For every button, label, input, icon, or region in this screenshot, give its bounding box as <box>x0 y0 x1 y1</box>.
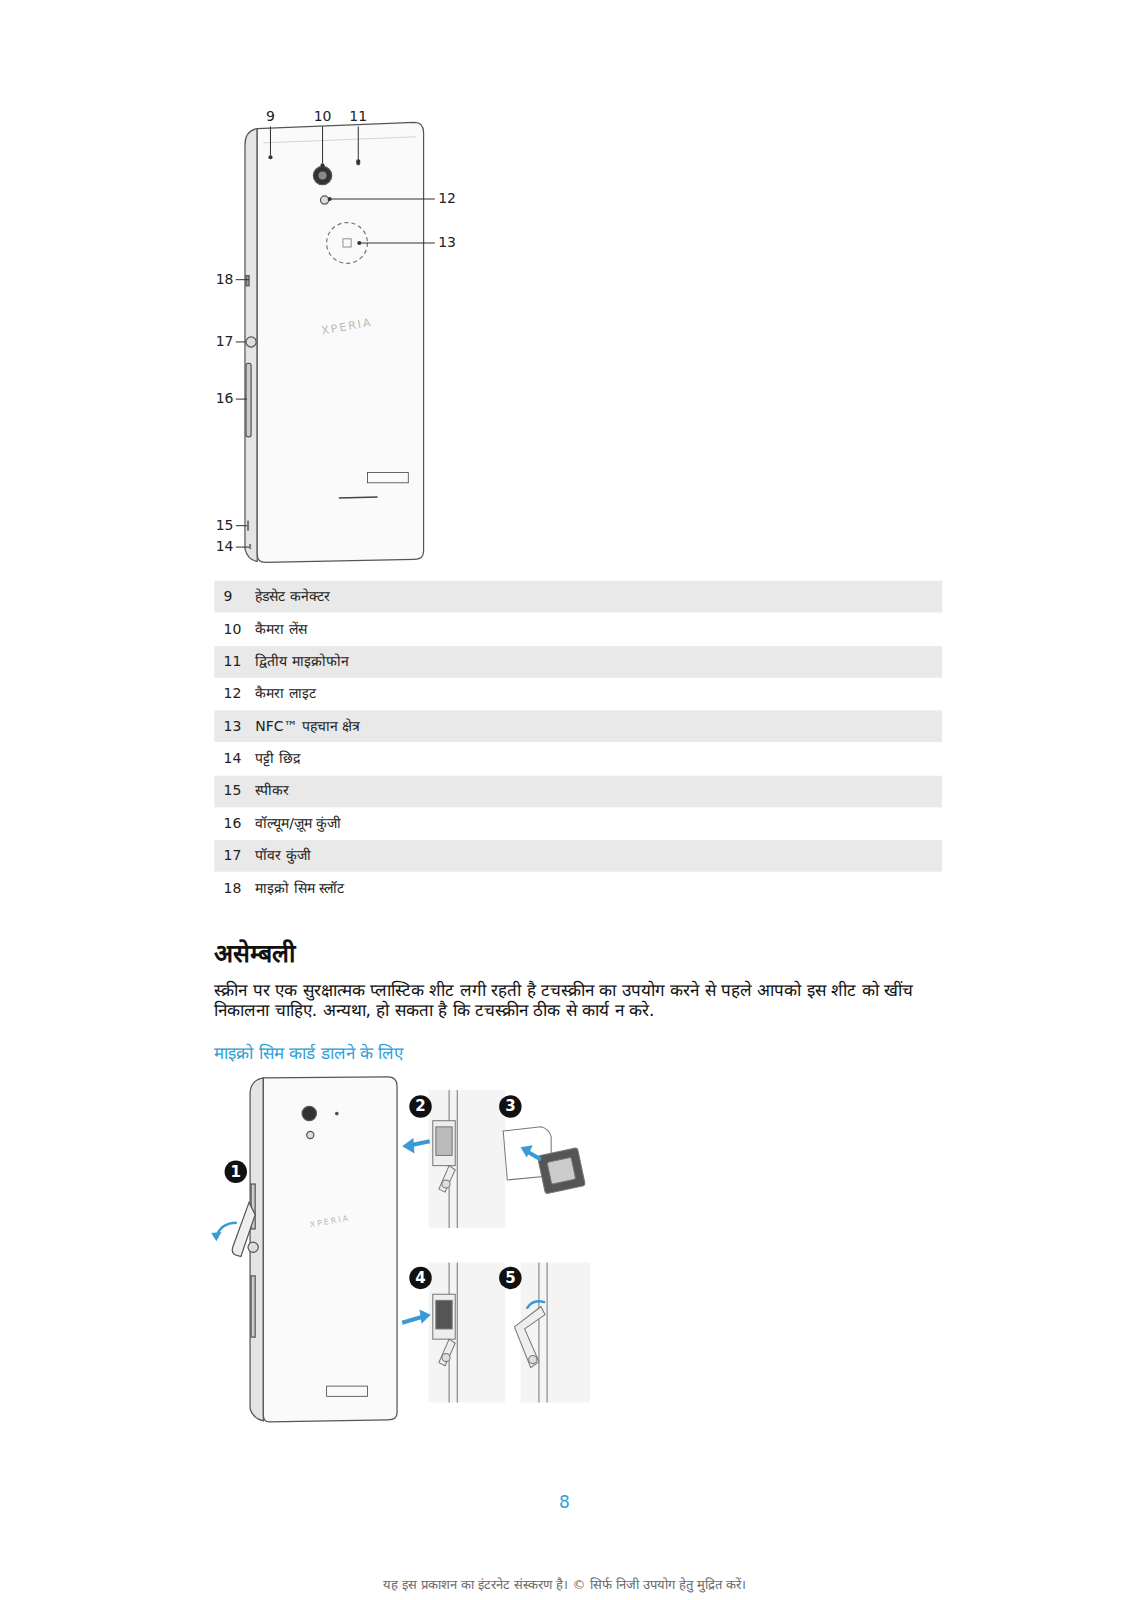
table-cell: 17 <box>224 848 242 866</box>
table-cell: स्पीकर <box>255 782 289 800</box>
slot-cover-close <box>514 1263 590 1403</box>
leader-lines <box>236 127 435 548</box>
step-number: 3 <box>505 1097 515 1116</box>
table-cell: 10 <box>224 621 242 639</box>
callout-number: 12 <box>438 190 456 208</box>
table-cell: कैमरा लेंस <box>255 621 306 639</box>
sim-card <box>503 1127 585 1194</box>
callout-number: 15 <box>216 517 234 535</box>
step-number: 2 <box>415 1097 425 1116</box>
table-cell: 11 <box>224 654 242 672</box>
table-cell: 16 <box>224 815 242 833</box>
table-cell: वॉल्यूम/ज़ूम कुंजी <box>255 815 341 833</box>
table-cell: माइक्रो सिम स्लॉट <box>255 880 344 898</box>
leader-dots <box>268 155 361 245</box>
body-paragraph: स्क्रीन पर एक सुरक्षात्मक प्लास्टिक शीट … <box>214 980 934 1021</box>
table-cell: 13 <box>224 718 242 736</box>
table-cell: 15 <box>224 782 242 800</box>
table-cell: द्वितीय माइक्रोफोन <box>255 654 348 672</box>
table-cell: 9 <box>224 588 233 606</box>
callout-number: 9 <box>266 109 275 127</box>
callout-number: 14 <box>216 538 234 556</box>
table-cell: 12 <box>224 685 242 703</box>
sim-tray-in <box>429 1263 506 1403</box>
callout-number: 11 <box>349 109 367 127</box>
phone-back-illustration <box>245 122 424 562</box>
step-circles <box>225 1095 522 1289</box>
page-number: 8 <box>559 1492 570 1513</box>
step-number: 5 <box>505 1269 515 1288</box>
page-footer: यह इस प्रकाशन का इंटरनेट संस्करण है। © स… <box>383 1577 747 1593</box>
step-number: 1 <box>231 1162 241 1181</box>
callout-number: 10 <box>314 109 332 127</box>
brand-mark: XPERIA <box>309 1213 351 1230</box>
table-cell: हेडसेट कनेक्टर <box>255 588 329 606</box>
section-heading: असेम्बली <box>214 939 295 970</box>
callout-number: 18 <box>216 271 234 289</box>
sim-tray-out <box>429 1090 506 1228</box>
table-cell: पॉवर कुंजी <box>255 848 310 866</box>
subheading: माइक्रो सिम कार्ड डालने के लिए <box>214 1044 403 1065</box>
step-number: 4 <box>415 1269 425 1288</box>
table-cell: 14 <box>224 751 242 769</box>
table-cell: 18 <box>224 880 242 898</box>
callout-number: 16 <box>216 390 234 408</box>
table-cell: कैमरा लाइट <box>255 685 315 703</box>
callout-number: 17 <box>216 333 234 351</box>
table-cell: NFC™ पहचान क्षेत्र <box>255 718 360 736</box>
phone-sim-illustration <box>232 1077 397 1422</box>
callout-number: 13 <box>438 234 456 252</box>
brand-mark: XPERIA <box>320 315 373 337</box>
table-shading <box>214 581 942 872</box>
table-cell: पट्टी छिद्र <box>255 751 299 769</box>
